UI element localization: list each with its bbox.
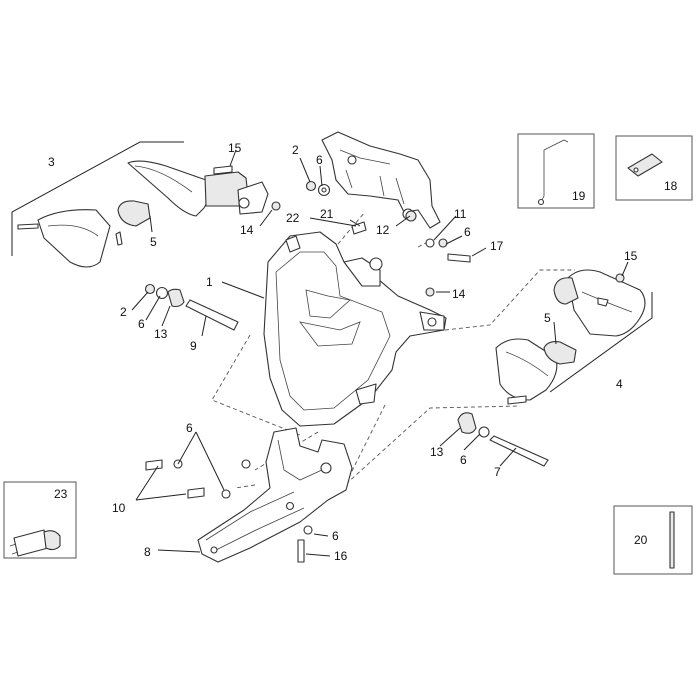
callout-19: 19 [572, 189, 586, 203]
callout-21: 21 [320, 207, 334, 221]
callout-22: 22 [286, 211, 300, 225]
callout-4: 4 [616, 377, 623, 391]
callout-18: 18 [664, 179, 678, 193]
bolt-icon [447, 253, 471, 263]
bolt-icon [17, 223, 39, 230]
inset-box-19 [517, 133, 595, 209]
upper-support-bracket [321, 131, 441, 229]
pin-icon [185, 299, 239, 331]
washer-icon [425, 238, 435, 248]
right-turn-signal-assembly [495, 269, 653, 405]
bulb-icon [9, 529, 61, 557]
nut-icon [305, 180, 317, 192]
bracket-line-4 [549, 292, 653, 393]
turn-signal-icon [17, 160, 269, 268]
nut-icon [405, 210, 417, 222]
callout-14-left: 14 [240, 223, 254, 237]
callout-7: 7 [494, 465, 501, 479]
washer-icon [478, 426, 490, 438]
inset-box-18 [615, 135, 693, 201]
callout-17: 17 [490, 239, 504, 253]
callout-12: 12 [376, 223, 390, 237]
nut-icon [271, 201, 281, 211]
callout-15-left: 15 [228, 141, 242, 155]
callout-20: 20 [634, 533, 648, 547]
callout-6-top: 6 [316, 153, 323, 167]
bracket-line-3 [11, 141, 184, 256]
callout-16: 16 [334, 549, 348, 563]
callout-13-left: 13 [154, 327, 168, 341]
callout-6-bottom: 6 [332, 529, 339, 543]
mounting-bracket-icon [197, 427, 353, 563]
headlight-assembly-icon [263, 231, 447, 427]
callout-23: 23 [54, 487, 68, 501]
bolt-icon [297, 539, 305, 563]
callout-3: 3 [48, 155, 55, 169]
callout-5-left: 5 [150, 235, 157, 249]
left-spacer-set [144, 283, 239, 331]
wire-clip-icon [541, 139, 569, 201]
callout-2-left: 2 [120, 305, 127, 319]
callout-14-right: 14 [452, 287, 466, 301]
callout-labels: 1 2 2 3 4 5 5 6 6 6 6 6 6 7 8 9 10 11 12… [48, 141, 678, 563]
bolt-icon [351, 221, 367, 235]
cable-tie-icon [669, 511, 675, 569]
bolt-icon [187, 487, 205, 499]
bolt-icon [507, 395, 527, 405]
callout-8: 8 [144, 545, 151, 559]
washer-icon [155, 286, 169, 300]
bolt-icon [489, 435, 549, 467]
callout-6-lower: 6 [460, 453, 467, 467]
bulb-icon [543, 341, 577, 365]
bolt-icon [213, 165, 233, 175]
leader-lines [131, 149, 668, 557]
washer-icon [303, 525, 313, 535]
spacer-icon [457, 412, 477, 434]
callout-15-right: 15 [624, 249, 638, 263]
nut-icon [438, 238, 448, 248]
right-spacer-set [457, 412, 549, 467]
turn-signal-icon [495, 269, 646, 405]
callout-6-bracket: 6 [186, 421, 193, 435]
callout-2-top: 2 [292, 143, 299, 157]
spacer-icon [167, 288, 185, 308]
inset-box-23 [3, 481, 77, 559]
bolt-icon [145, 459, 163, 471]
callout-10: 10 [112, 501, 126, 515]
inset-box-20 [613, 505, 693, 575]
callout-11: 11 [454, 207, 467, 221]
nut-icon [425, 287, 435, 297]
top-fasteners [305, 180, 471, 297]
callout-5-right: 5 [544, 311, 551, 325]
callout-9: 9 [190, 339, 197, 353]
callout-1: 1 [206, 275, 213, 289]
callout-6-right: 6 [464, 225, 471, 239]
nut-icon [144, 283, 156, 295]
washer-icon [221, 489, 231, 499]
callout-13-right: 13 [430, 445, 444, 459]
left-turn-signal-assembly [11, 141, 281, 268]
callout-6-left: 6 [138, 317, 145, 331]
